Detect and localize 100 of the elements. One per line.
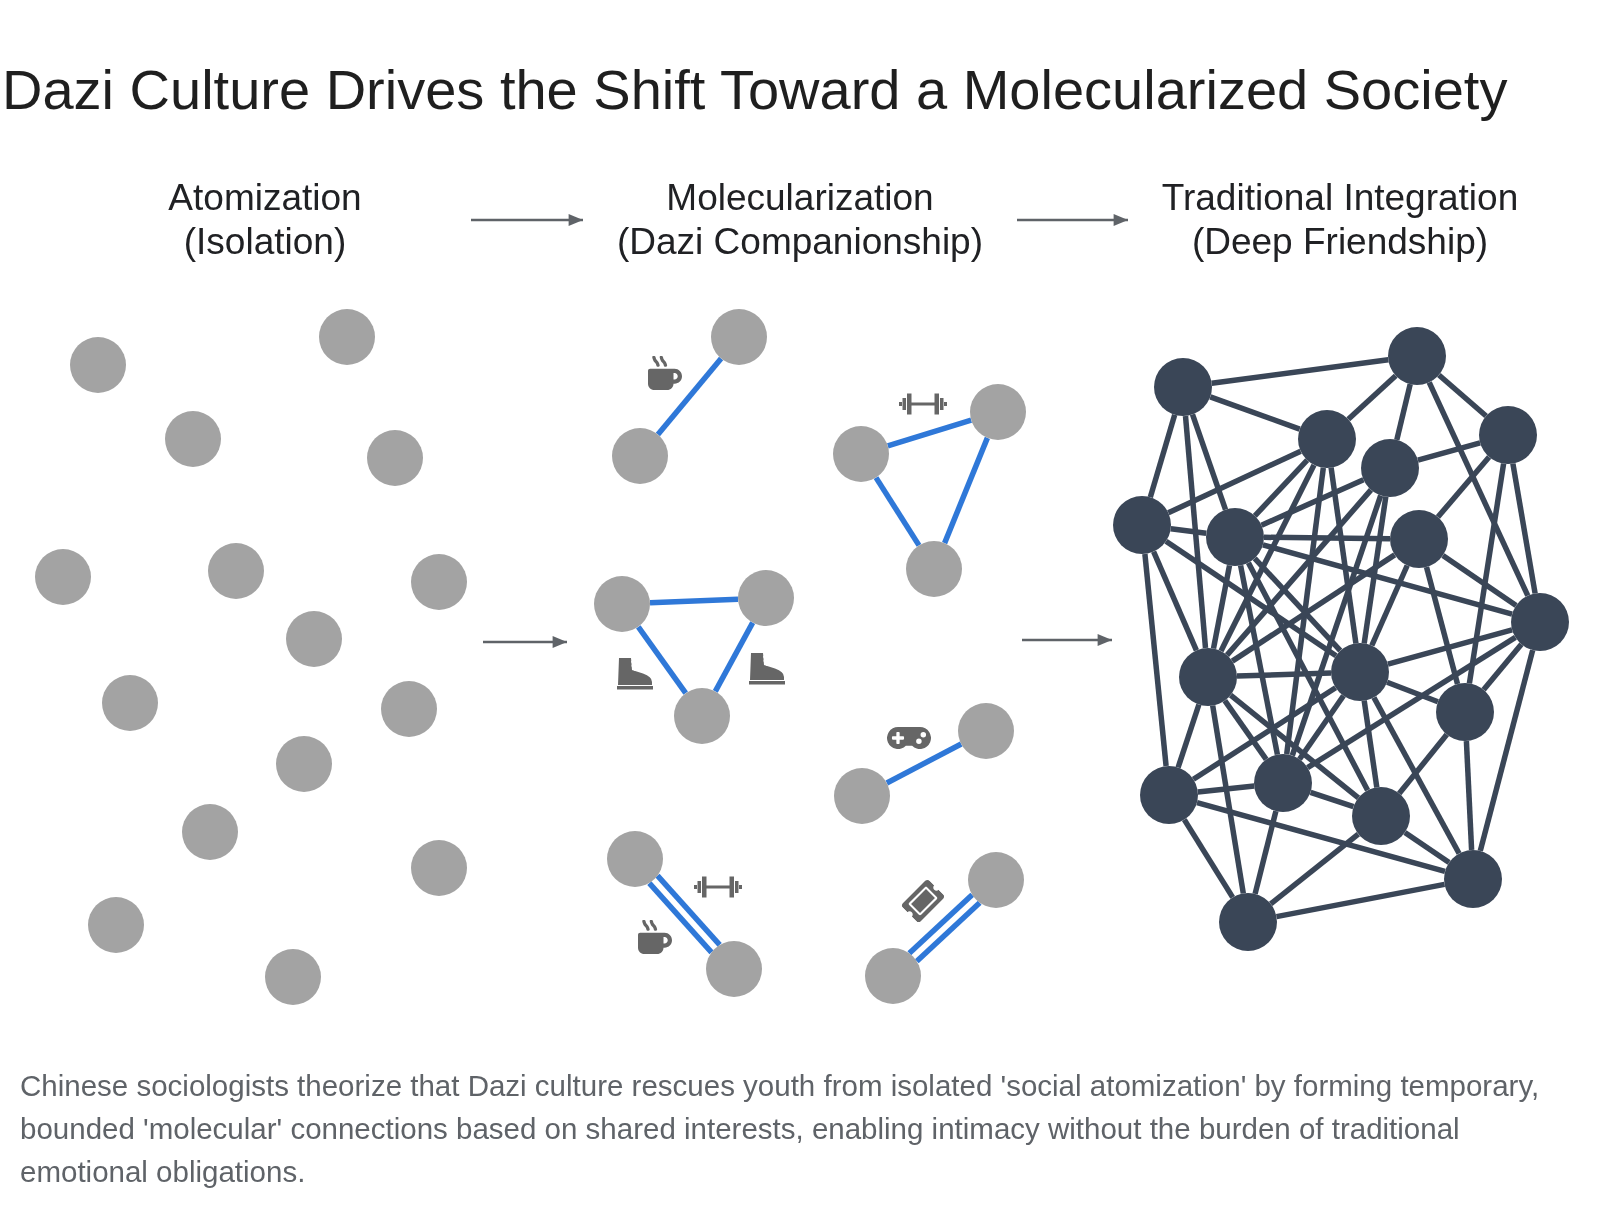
connector-line — [1263, 534, 1391, 542]
node-circle — [208, 543, 264, 599]
node-circle — [968, 852, 1024, 908]
node-circle — [88, 897, 144, 953]
connector-line — [1309, 789, 1355, 810]
connector-line — [1228, 693, 1361, 800]
diagram-title: Dazi Culture Drives the Shift Toward a Molecularized Society — [2, 58, 1508, 122]
column-subheading: (Dazi Companionship) — [616, 220, 983, 264]
connector-line — [1403, 830, 1451, 865]
connector-line — [1142, 553, 1169, 767]
connector-line — [1182, 415, 1209, 649]
connector-line — [1361, 700, 1380, 788]
node-circle — [367, 430, 423, 486]
connector-line — [1306, 635, 1517, 770]
network-node — [1140, 766, 1198, 824]
connector-line — [1481, 642, 1524, 692]
network-node — [1113, 496, 1171, 554]
connector-line — [1170, 525, 1207, 537]
connector-line — [655, 873, 722, 947]
network-node — [1444, 850, 1502, 908]
connector-line — [1224, 488, 1374, 657]
connector-line — [1245, 561, 1371, 792]
network-node — [1479, 406, 1537, 464]
column-heading: Atomization — [168, 176, 362, 220]
connector-line — [1230, 552, 1397, 664]
connector-line — [1197, 783, 1255, 795]
node-circle — [833, 426, 889, 482]
caption-text: Chinese sociologists theorize that Dazi culture rescues youth from isolated 'social atomization' by forming temporary, bounded 'molecular' connections based on shared interests, enabling intimacy without the burden of traditional emotional obligations. — [20, 1068, 1541, 1190]
connector-line — [1394, 383, 1413, 441]
connector-line — [1328, 467, 1359, 644]
connector-line — [1210, 565, 1233, 649]
node-circle — [711, 309, 767, 365]
connector-line — [1164, 538, 1338, 659]
node-circle — [319, 309, 375, 365]
connector-line — [1417, 440, 1481, 463]
node-circle — [411, 840, 467, 896]
column-subheading: (Isolation) — [183, 220, 347, 264]
connector-line — [1181, 818, 1236, 899]
connector-line — [1211, 357, 1389, 386]
node-circle — [834, 768, 890, 824]
network-node — [1206, 508, 1264, 566]
network-node — [1219, 893, 1277, 951]
connector-line — [1423, 566, 1461, 685]
network-node — [1298, 410, 1356, 468]
connector-line — [1510, 463, 1538, 594]
connector-line — [636, 625, 688, 695]
connector-line — [712, 621, 756, 693]
connector-line — [1252, 810, 1279, 895]
connector-line — [1435, 455, 1492, 519]
connector-line — [907, 892, 975, 956]
connector-line — [1147, 414, 1178, 498]
column-heading: Traditional Integration — [1161, 176, 1519, 220]
connector-line — [1252, 458, 1310, 518]
column-subheading: (Deep Friendship) — [1191, 220, 1489, 264]
node-circle — [674, 688, 730, 744]
connector-line — [914, 900, 982, 964]
connector-line — [1477, 649, 1536, 852]
connector-line — [1297, 694, 1346, 761]
node-circle — [865, 948, 921, 1004]
connector-line — [1386, 679, 1439, 705]
network-node — [1436, 683, 1494, 741]
arrow — [1017, 214, 1128, 226]
node-circle — [594, 576, 650, 632]
node-circle — [102, 675, 158, 731]
network-node — [1352, 787, 1410, 845]
node-circle — [165, 411, 221, 467]
connector-line — [1437, 372, 1488, 419]
network-node — [1361, 439, 1419, 497]
network-node — [1179, 648, 1237, 706]
connector-line — [649, 596, 739, 606]
node-circle — [958, 703, 1014, 759]
connector-line — [647, 881, 714, 955]
node-circle — [970, 384, 1026, 440]
node-circle — [906, 541, 962, 597]
connector-line — [1275, 881, 1446, 920]
connector-line — [1466, 463, 1507, 684]
node-circle — [738, 570, 794, 626]
node-circle — [381, 681, 437, 737]
node-circle — [612, 428, 668, 484]
connector-line — [1236, 670, 1332, 679]
connector-line — [1196, 800, 1446, 874]
connector-line — [1262, 542, 1513, 617]
network-node — [1254, 754, 1312, 812]
connector-line — [1289, 494, 1384, 757]
connector-line — [1252, 556, 1343, 653]
node-circle — [265, 949, 321, 1005]
connector-line — [1175, 703, 1202, 769]
connector-line — [1387, 627, 1513, 667]
connector-line — [1463, 740, 1475, 851]
connector-line — [1371, 696, 1462, 855]
connector-line — [655, 356, 724, 437]
network-node — [1388, 327, 1446, 385]
network-node — [1390, 510, 1448, 568]
connector-line — [1218, 463, 1317, 653]
connector-line — [1260, 477, 1365, 528]
connector-line — [942, 436, 990, 545]
arrow — [471, 214, 583, 226]
column-heading: Molecularization — [666, 176, 934, 220]
connector-line — [1441, 553, 1518, 608]
node-circle — [35, 549, 91, 605]
